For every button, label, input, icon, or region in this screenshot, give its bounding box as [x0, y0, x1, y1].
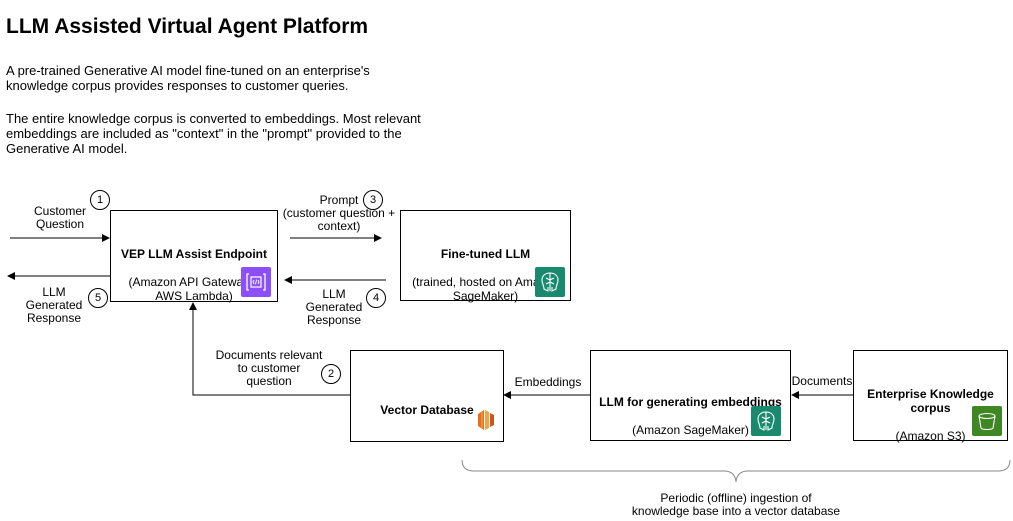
- customer-question-label: Customer Question: [33, 204, 86, 231]
- llm-response-label: LLM Generated Response: [305, 287, 363, 327]
- step-5-badge: 5: [88, 288, 108, 308]
- vep-endpoint-subtitle: (Amazon API Gateway + AWS Lambda): [128, 275, 259, 303]
- vector-db-icon: [471, 405, 501, 435]
- vector-database-node: Vector Database: [350, 350, 504, 442]
- arrow-documents-relevant: [189, 302, 350, 396]
- vep-endpoint-node: VEP LLM Assist Endpoint (Amazon API Gate…: [110, 210, 278, 303]
- knowledge-corpus-subtitle: (Amazon S3): [895, 429, 966, 443]
- ingestion-brace: [461, 459, 1011, 483]
- embedding-paragraph: The entire knowledge corpus is converted…: [6, 111, 421, 156]
- sagemaker-icon: [751, 406, 781, 436]
- step-2-badge: 2: [321, 364, 341, 384]
- documents-relevant-label: Documents relevant to customer question: [215, 348, 323, 388]
- embedding-llm-subtitle: (Amazon SageMaker): [632, 423, 749, 437]
- step-1-badge: 1: [90, 190, 110, 210]
- embedding-llm-title: LLM for generating embeddings: [599, 395, 782, 409]
- fine-tuned-llm-subtitle: (trained, hosted on Amazon SageMaker): [412, 275, 559, 303]
- ingestion-caption: Periodic (offline) ingestion of knowledg…: [631, 491, 841, 518]
- step-4-badge: 4: [366, 288, 386, 308]
- vector-database-title: Vector Database: [380, 403, 474, 417]
- step-3-badge: 3: [363, 190, 383, 210]
- final-response-label: LLM Generated Response: [25, 285, 83, 325]
- fine-tuned-llm-title: Fine-tuned LLM: [440, 247, 531, 261]
- embedding-llm-node: LLM for generating embeddings (Amazon Sa…: [590, 350, 791, 441]
- vep-endpoint-title: VEP LLM Assist Endpoint: [120, 247, 267, 261]
- knowledge-corpus-title: Enterprise Knowledge corpus: [867, 387, 994, 415]
- intro-paragraph: A pre-trained Generative AI model fine-t…: [6, 63, 370, 93]
- s3-bucket-icon: [972, 406, 1002, 436]
- sagemaker-icon: [535, 267, 565, 297]
- embeddings-label: Embeddings: [514, 375, 582, 389]
- api-gateway-icon: [241, 267, 271, 297]
- page-title: LLM Assisted Virtual Agent Platform: [6, 15, 369, 38]
- prompt-label: Prompt (customer question + context): [282, 193, 396, 233]
- fine-tuned-llm-node: Fine-tuned LLM (trained, hosted on Amazo…: [400, 210, 571, 303]
- documents-label: Documents: [791, 374, 853, 388]
- knowledge-corpus-node: Enterprise Knowledge corpus (Amazon S3): [853, 350, 1008, 443]
